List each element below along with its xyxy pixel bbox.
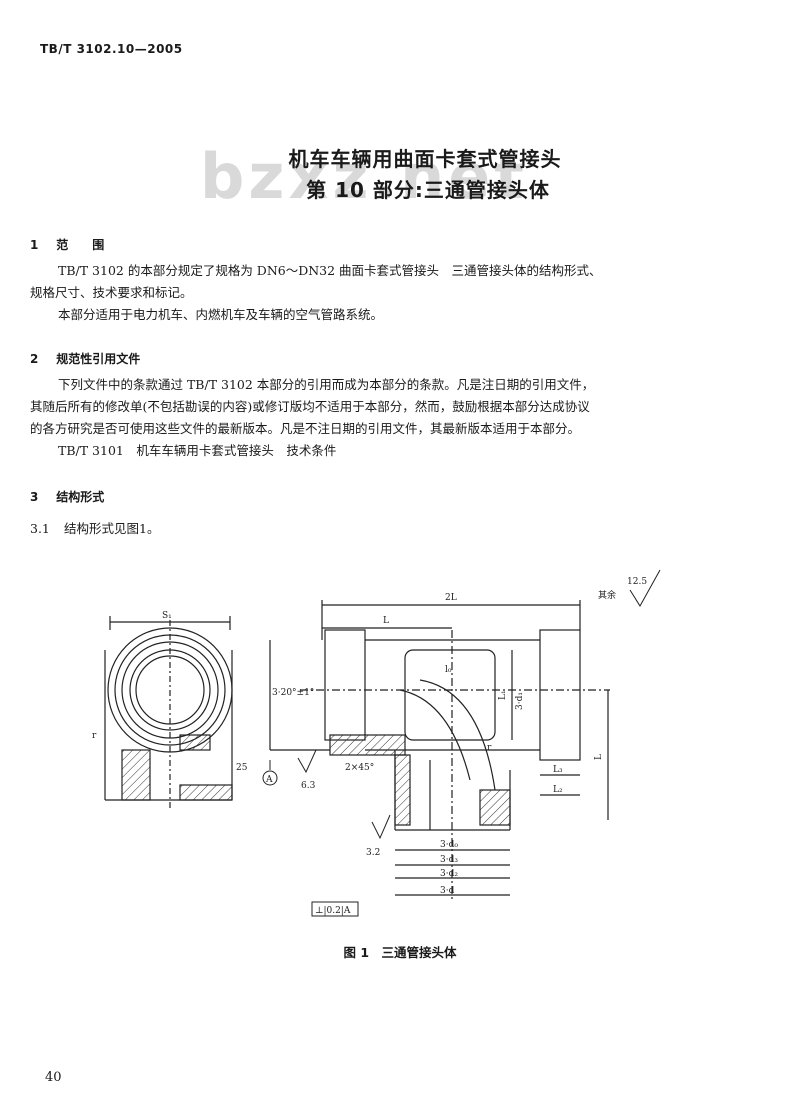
paragraph: 其随后所有的修改单(不包括勘误的内容)或修订版均不适用于本部分，然而，鼓励根据本… xyxy=(30,399,590,414)
figure-caption: 图 1 三通管接头体 xyxy=(343,945,457,960)
paragraph: 的各方研究是否可使用这些文件的最新版本。凡是不注日期的引用文件，其最新版本适用于… xyxy=(30,421,581,436)
roughness-b: 3.2 xyxy=(366,848,380,858)
dim-l-right: L xyxy=(594,754,604,760)
title-line-2: 第 10 部分:三通管接头体 xyxy=(306,178,550,202)
dim-s1: S₁ xyxy=(162,611,172,621)
section-3-heading: 3 结构形式 xyxy=(30,488,104,505)
section-title: 结构形式 xyxy=(56,490,105,504)
subsection-3-1: 3.1 结构形式见图1。 xyxy=(30,518,730,540)
section-1-heading: 1 范 围 xyxy=(30,236,104,253)
subsection-number: 3.1 xyxy=(30,521,50,536)
title-line-1: 机车车辆用曲面卡套式管接头 xyxy=(288,147,562,171)
standard-code: TB/T 3102.10—2005 xyxy=(40,42,183,56)
section-number: 2 xyxy=(30,352,39,366)
dim-l1-vertical: L₁ xyxy=(498,690,508,700)
dim-3d1: 3·d₁ xyxy=(515,692,525,710)
datum-label: A xyxy=(265,775,273,785)
dim-3d3: 3·d₃ xyxy=(440,855,458,865)
dim-3d: 3·d xyxy=(440,886,455,896)
dim-3d2: 3·d₂ xyxy=(440,869,458,879)
section-2-body: 下列文件中的条款通过 TB/T 3102 本部分的引用而成为本部分的条款。凡是注… xyxy=(30,374,730,462)
subsection-text: 结构形式见图1。 xyxy=(64,521,160,536)
dim-chamfer: 2×45° xyxy=(345,763,374,773)
label-thread: 25 xyxy=(236,763,248,773)
datum-symbol xyxy=(262,760,278,786)
roughness-main: 12.5 xyxy=(627,577,647,587)
dim-l2: L₂ xyxy=(553,785,563,795)
dim-l3: L₃ xyxy=(553,765,563,775)
section-title: 范 围 xyxy=(56,238,105,252)
section-number: 3 xyxy=(30,490,39,504)
dim-3d0: 3·d₀ xyxy=(440,840,458,850)
section-2-heading: 2 规范性引用文件 xyxy=(30,350,140,367)
dim-l-top: L xyxy=(383,616,389,626)
page-number: 40 xyxy=(45,1070,62,1085)
tolerance-frame: ⊥|0.2|A xyxy=(315,906,351,916)
tee-fitting-drawing: S₁ r 25 2L xyxy=(92,569,661,917)
dim-r: r xyxy=(487,743,492,753)
label-r-left: r xyxy=(92,731,97,741)
section-title: 规范性引用文件 xyxy=(56,352,141,366)
reference-item: TB/T 3101 机车车辆用卡套式管接头 技术条件 xyxy=(58,443,337,458)
roughness-symbols xyxy=(297,569,661,840)
watermark: bzxz.net xyxy=(200,140,528,213)
roughness-rest: 其余 xyxy=(598,589,616,601)
paragraph: 下列文件中的条款通过 TB/T 3102 本部分的引用而成为本部分的条款。凡是注… xyxy=(58,377,595,392)
section-1-body: TB/T 3102 的本部分规定了规格为 DN6～DN32 曲面卡套式管接头 三… xyxy=(30,260,730,326)
dim-angle: 3·20°±1° xyxy=(272,688,314,698)
paragraph: TB/T 3102 的本部分规定了规格为 DN6～DN32 曲面卡套式管接头 三… xyxy=(58,263,602,278)
paragraph: 本部分适用于电力机车、内燃机车及车辆的空气管路系统。 xyxy=(58,307,384,322)
side-view xyxy=(104,616,233,810)
dim-l0: l₀ xyxy=(445,665,452,675)
paragraph: 规格尺寸、技术要求和标记。 xyxy=(30,285,193,300)
section-view xyxy=(269,600,610,900)
roughness-a: 6.3 xyxy=(301,781,316,791)
section-number: 1 xyxy=(30,238,39,252)
dim-2l: 2L xyxy=(445,593,457,603)
